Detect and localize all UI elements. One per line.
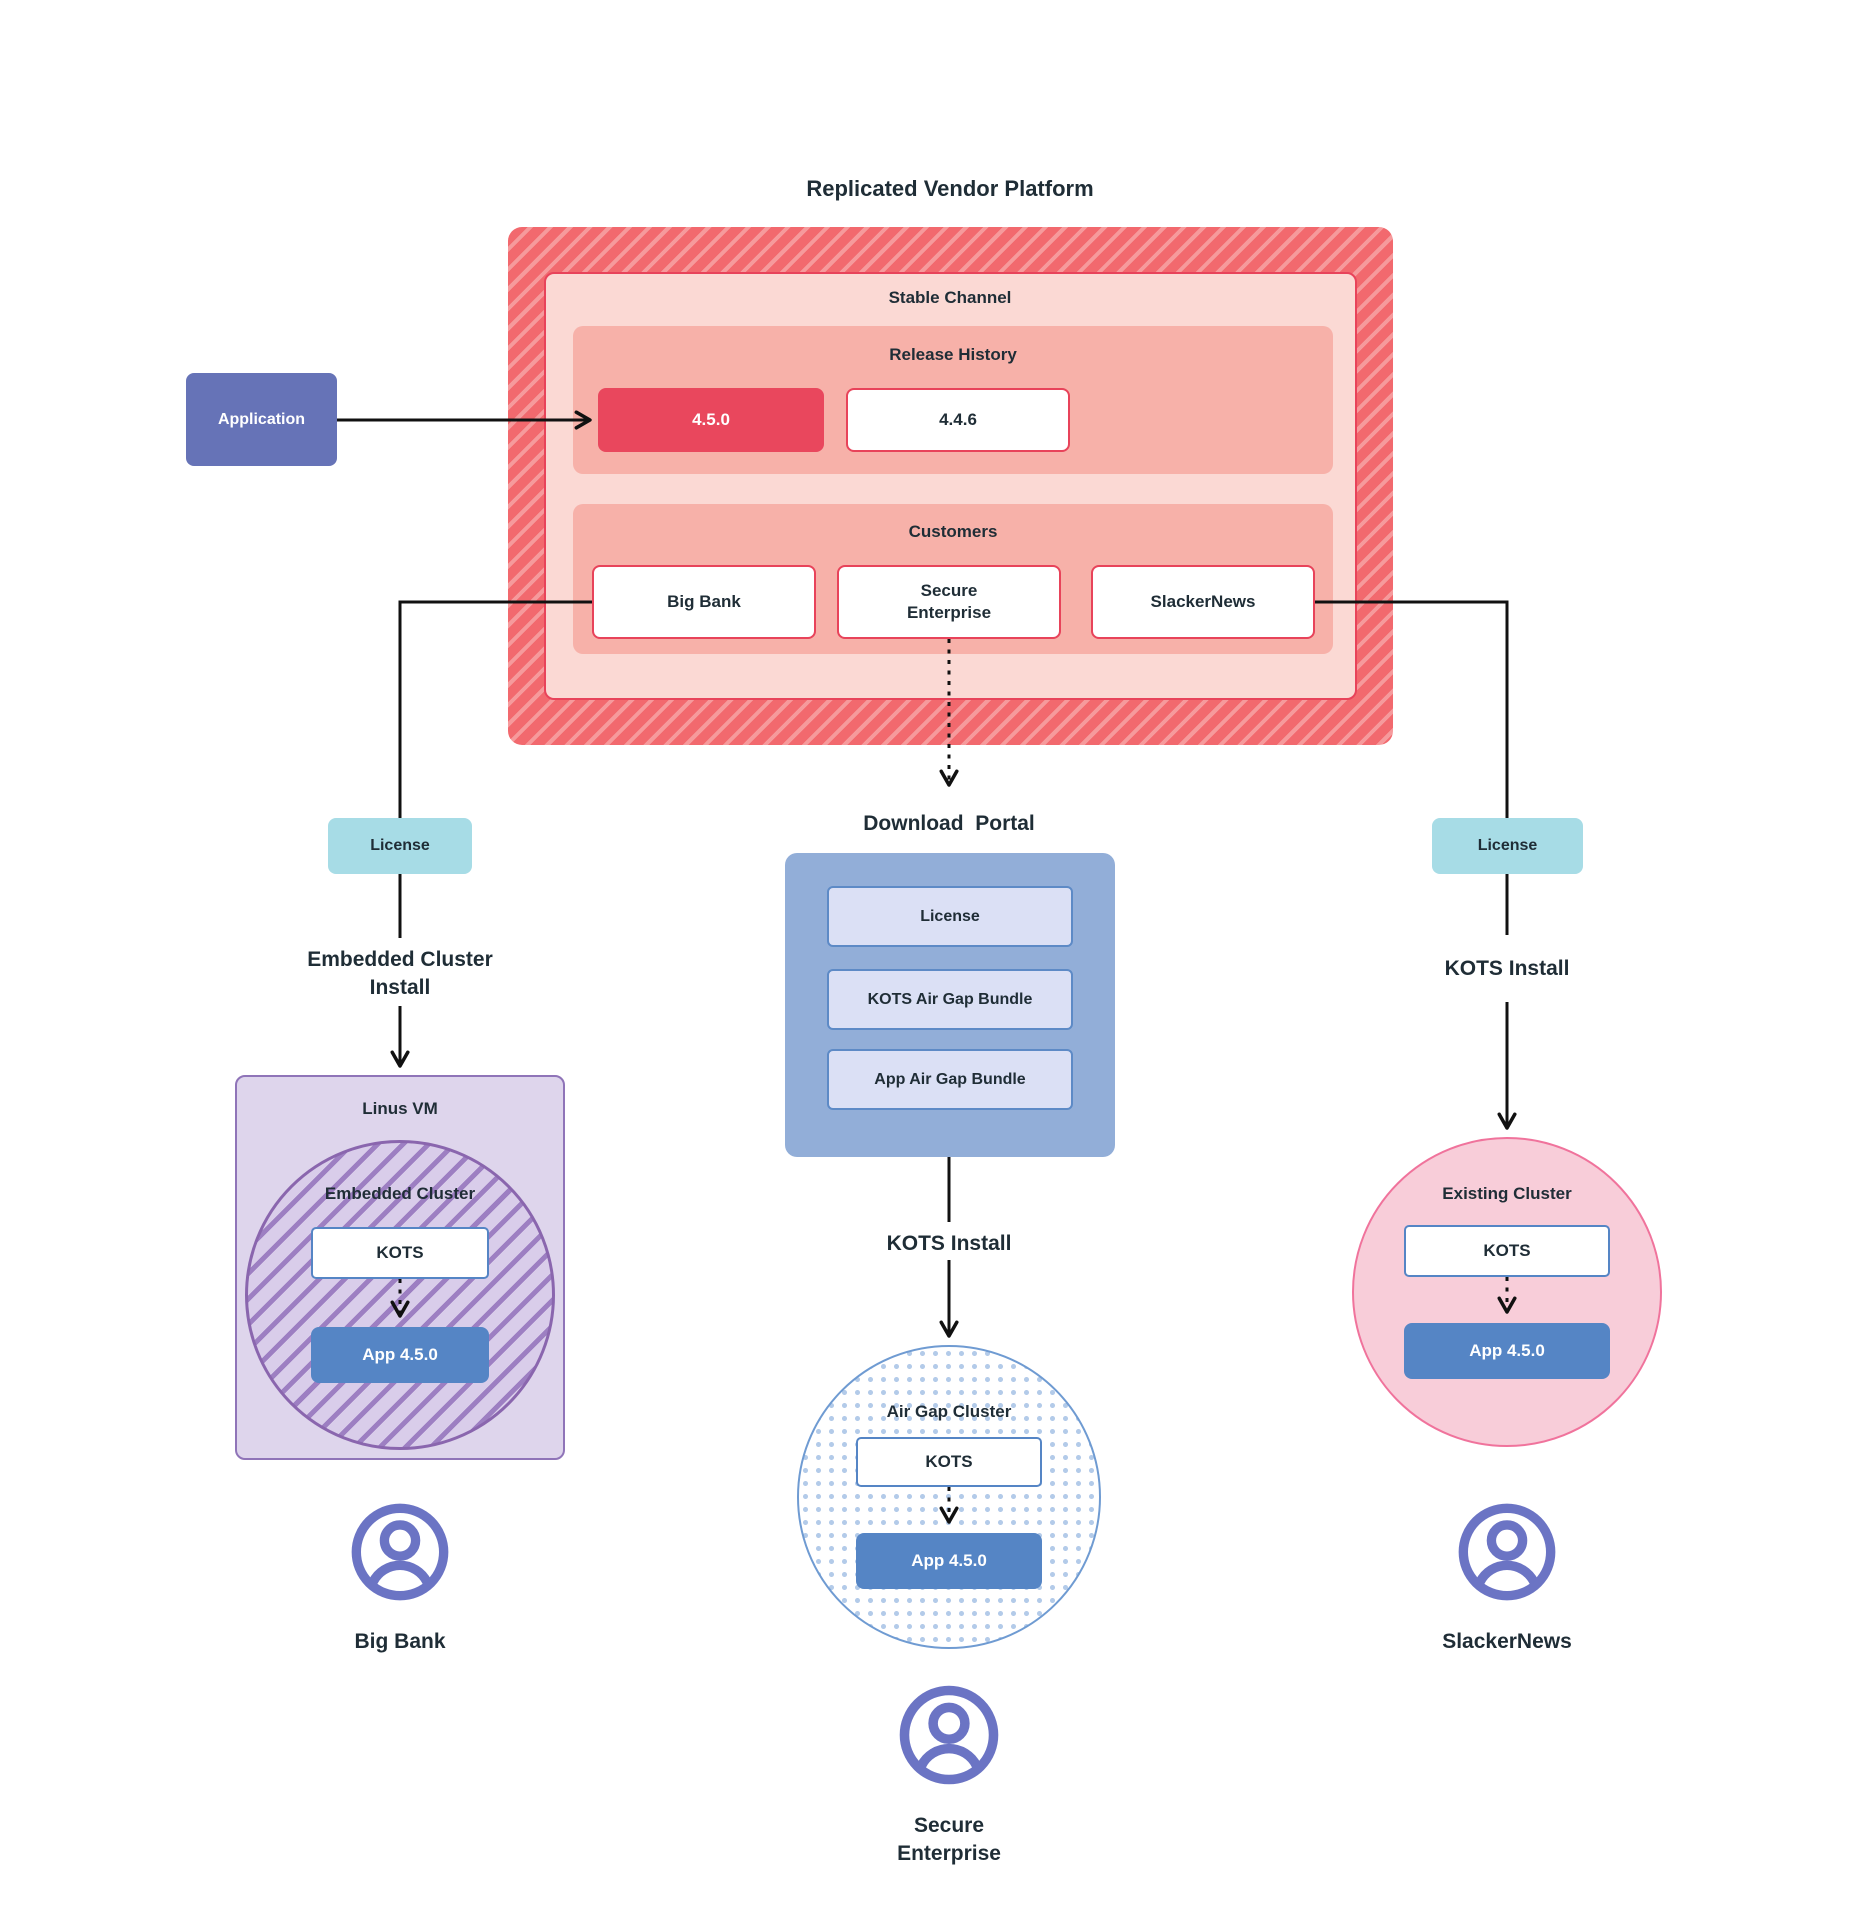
customer-node-big-bank: Big Bank — [592, 565, 816, 639]
license-label: License — [1477, 837, 1538, 854]
portal-item-label: KOTS Air Gap Bundle — [867, 990, 1033, 1008]
portal-item-label: App Air Gap Bundle — [874, 1070, 1026, 1088]
customer-name: SlackerNews — [1150, 591, 1256, 611]
kots-label: KOTS — [376, 1243, 424, 1262]
user-label-big-bank: Big Bank — [354, 1630, 446, 1653]
linus-vm-label: Linus VM — [362, 1099, 438, 1118]
download-portal-title: Download Portal — [863, 812, 1035, 835]
release-version: 4.5.0 — [692, 410, 730, 429]
app-label: App 4.5.0 — [362, 1345, 438, 1364]
user-icon — [1455, 1500, 1559, 1604]
app-label: App 4.5.0 — [911, 1551, 987, 1570]
application-label: Application — [217, 410, 306, 428]
app-node-air-gap: App 4.5.0 — [856, 1533, 1042, 1589]
app-node-embedded: App 4.5.0 — [311, 1327, 489, 1383]
license-chip-slackernews: License — [1432, 818, 1583, 874]
page-title: Replicated Vendor Platform — [806, 176, 1094, 201]
air-gap-cluster-label: Air Gap Cluster — [886, 1402, 1012, 1421]
kots-node-embedded: KOTS — [311, 1227, 489, 1279]
kots-node-existing: KOTS — [1404, 1225, 1610, 1277]
license-chip-big-bank: License — [328, 818, 472, 874]
application-node: Application — [186, 373, 337, 466]
portal-item-kots-air-gap-bundle: KOTS Air Gap Bundle — [827, 969, 1073, 1030]
embedded-cluster-label: Embedded Cluster — [324, 1184, 476, 1203]
customers-label: Customers — [908, 522, 998, 541]
release-history-label: Release History — [889, 345, 1017, 364]
customer-name: Big Bank — [667, 591, 741, 611]
existing-cluster-label: Existing Cluster — [1442, 1184, 1572, 1203]
release-version: 4.4.6 — [939, 410, 977, 429]
release-node-446: 4.4.6 — [846, 388, 1070, 452]
customer-name: Secure Enterprise — [906, 580, 992, 622]
kots-node-air-gap: KOTS — [856, 1437, 1042, 1487]
app-node-existing: App 4.5.0 — [1404, 1323, 1610, 1379]
kots-install-label-right: KOTS Install — [1444, 957, 1570, 980]
portal-item-app-air-gap-bundle: App Air Gap Bundle — [827, 1049, 1073, 1110]
air-gap-cluster-circle — [797, 1345, 1101, 1649]
embedded-cluster-install-label: Embedded Cluster Install — [307, 948, 493, 1000]
customer-node-secure-enterprise: Secure Enterprise — [837, 565, 1061, 639]
release-node-450: 4.5.0 — [598, 388, 824, 452]
portal-item-license: License — [827, 886, 1073, 947]
user-label-secure-enterprise: Secure Enterprise — [897, 1814, 1001, 1866]
kots-install-label-middle: KOTS Install — [886, 1232, 1012, 1255]
user-label-slackernews: SlackerNews — [1442, 1630, 1572, 1653]
kots-label: KOTS — [1483, 1241, 1531, 1260]
license-label: License — [370, 837, 430, 854]
app-label: App 4.5.0 — [1469, 1341, 1545, 1360]
stable-channel-label: Stable Channel — [888, 288, 1012, 307]
user-icon — [896, 1682, 1002, 1788]
embedded-cluster-circle — [245, 1140, 555, 1450]
portal-item-label: License — [920, 907, 980, 925]
user-icon — [348, 1500, 452, 1604]
kots-label: KOTS — [925, 1452, 973, 1471]
customer-node-slackernews: SlackerNews — [1091, 565, 1315, 639]
